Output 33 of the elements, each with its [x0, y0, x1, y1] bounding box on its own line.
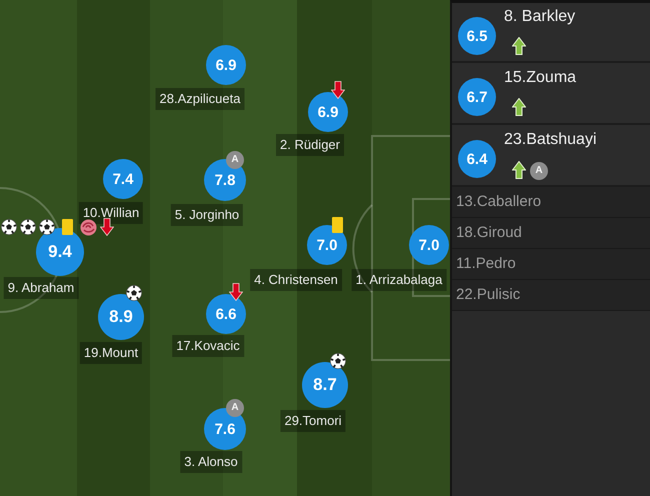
player-name-label: 1. Arrizabalaga: [352, 269, 446, 291]
unused-substitute-row: 13.Caballero: [452, 187, 650, 218]
rating-circle: 6.4: [458, 140, 496, 178]
assist-marker: A: [226, 151, 244, 169]
rating-circle: 7.0: [409, 225, 449, 265]
rating-circle: 8.7: [302, 362, 348, 408]
unused-substitute-row: 22.Pulisic: [452, 280, 650, 311]
player-name: 15.Zouma: [504, 69, 576, 87]
rating-circle: 9.4: [36, 228, 84, 276]
player-name-label: 5. Jorginho: [170, 204, 244, 226]
rating-circle: 6.7: [458, 78, 496, 116]
player-name: 8. Barkley: [504, 8, 576, 26]
rating-circle: 6.5: [458, 17, 496, 55]
player-name-label: 28.Azpilicueta: [156, 88, 244, 110]
player-name-label: 4. Christensen: [250, 269, 342, 291]
player-name-label: 29.Tomori: [280, 410, 346, 432]
player-name-label: 9. Abraham: [4, 277, 78, 299]
rating-circle: 6.6: [206, 294, 246, 334]
assist-marker: A: [226, 399, 244, 417]
unused-substitute-row: 11.Pedro: [452, 249, 650, 280]
rating-circle: 8.9: [98, 294, 144, 340]
player-name-label: 10.Willian: [78, 202, 144, 224]
rating-circle: 7.4: [103, 159, 143, 199]
player-name-label: 19.Mount: [80, 342, 142, 364]
player-name-label: 17.Kovacic: [172, 335, 244, 357]
rating-circle: 6.9: [206, 45, 246, 85]
unused-substitute-row: 18.Giroud: [452, 218, 650, 249]
rating-circle: 7.0: [307, 225, 347, 265]
player-name-label: 3. Alonso: [180, 451, 242, 473]
player-name: 23.Batshuayi: [504, 131, 597, 149]
assist-marker: A: [530, 162, 548, 180]
rating-circle: 6.9: [308, 92, 348, 132]
player-name-label: 2. Rüdiger: [276, 134, 344, 156]
